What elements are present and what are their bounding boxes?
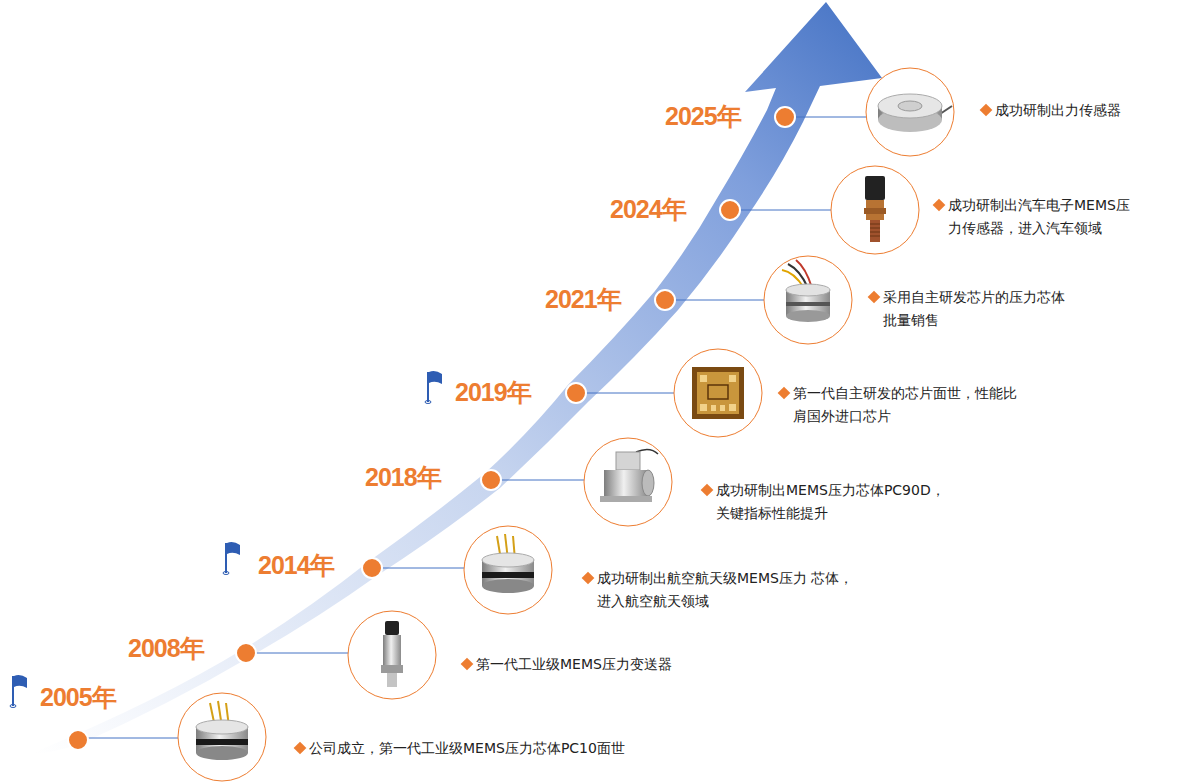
pressure-core-icon	[782, 260, 830, 322]
year-label: 2008年	[128, 633, 204, 663]
milestone-flags	[10, 371, 442, 708]
aerospace-core-icon	[482, 534, 534, 593]
milestone-text: 成功研制出航空航天级MEMS压力 芯体，进入航空航天领域	[597, 567, 859, 613]
milestone-text: 成功研制出MEMS压力芯体PC90D， 关键指标性能提升	[716, 479, 991, 525]
growth-arrow	[35, 2, 882, 754]
product-circles	[178, 68, 954, 781]
pc10-core-icon	[196, 701, 248, 760]
automotive-sensor-icon	[864, 176, 886, 242]
milestone-text: 第一代自主研发的芯片面世，性能比 肩国外进口芯片	[793, 382, 1078, 428]
milestone-text: 公司成立，第一代工业级MEMS压力芯体PC10面世	[309, 737, 625, 760]
year-label: 2025年	[665, 101, 741, 131]
milestone-text: 成功研制出力传感器	[995, 99, 1121, 122]
year-label: 2014年	[258, 550, 334, 580]
milestone-text: 采用自主研发芯片的压力芯体 批量销售	[883, 286, 1123, 332]
year-label: 2021年	[545, 284, 621, 314]
chip-icon	[692, 367, 744, 419]
milestone-text: 成功研制出汽车电子MEMS压 力传感器，进入汽车领域	[948, 194, 1180, 240]
bullet-diamonds	[294, 104, 993, 755]
pc90d-core-icon	[600, 449, 658, 502]
year-label: 2018年	[365, 462, 441, 492]
year-label: 2024年	[610, 194, 686, 224]
year-label: 2005年	[40, 682, 116, 712]
year-dots	[68, 107, 795, 750]
milestone-text: 第一代工业级MEMS压力变送器	[476, 653, 672, 676]
transmitter-icon	[381, 621, 403, 687]
leader-lines	[78, 117, 866, 738]
year-label: 2019年	[455, 377, 531, 407]
load-cell-icon	[878, 94, 952, 132]
